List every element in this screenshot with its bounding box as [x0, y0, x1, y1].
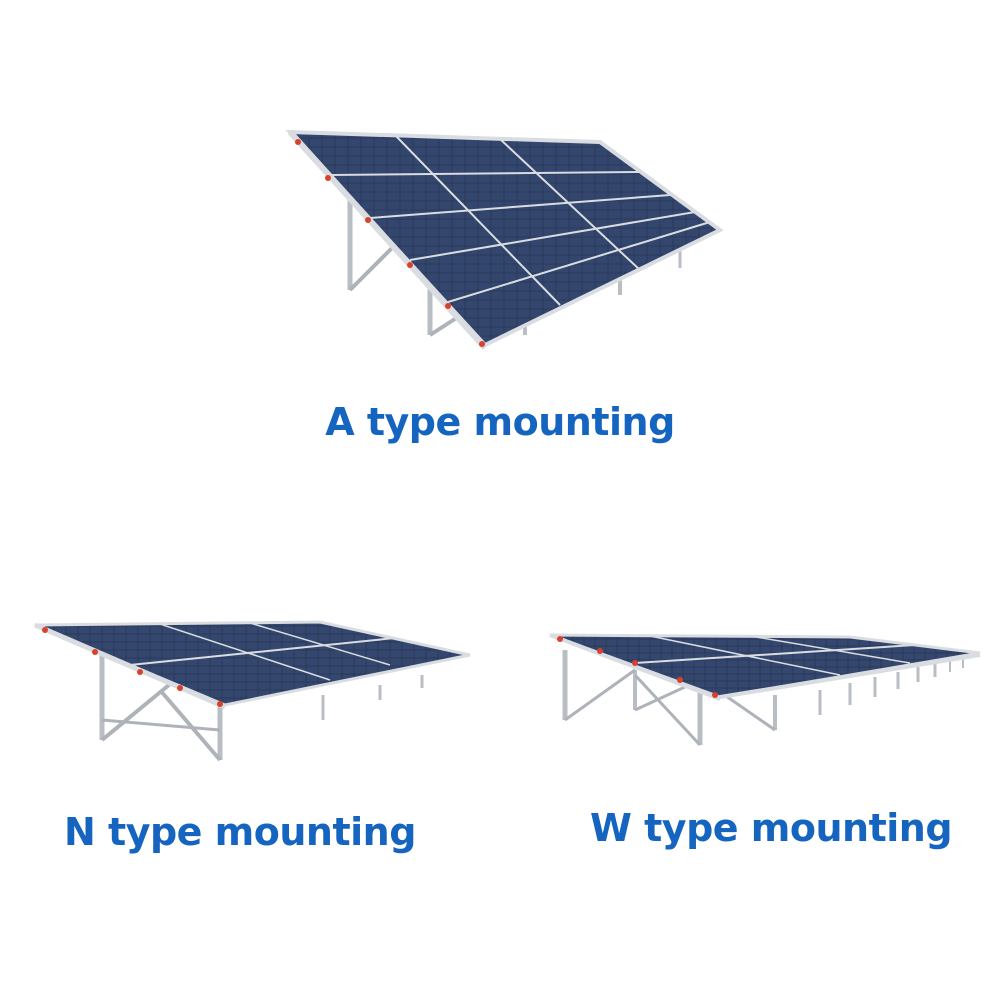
- caption-w-type: W type mounting: [590, 806, 953, 850]
- solar-array-w-frame-icon: [549, 633, 981, 747]
- solar-array-n-frame-icon: [34, 620, 471, 762]
- caption-n-type: N type mounting: [64, 810, 416, 854]
- caption-a-type: A type mounting: [325, 400, 675, 444]
- solar-array-a-frame-icon: [285, 129, 724, 351]
